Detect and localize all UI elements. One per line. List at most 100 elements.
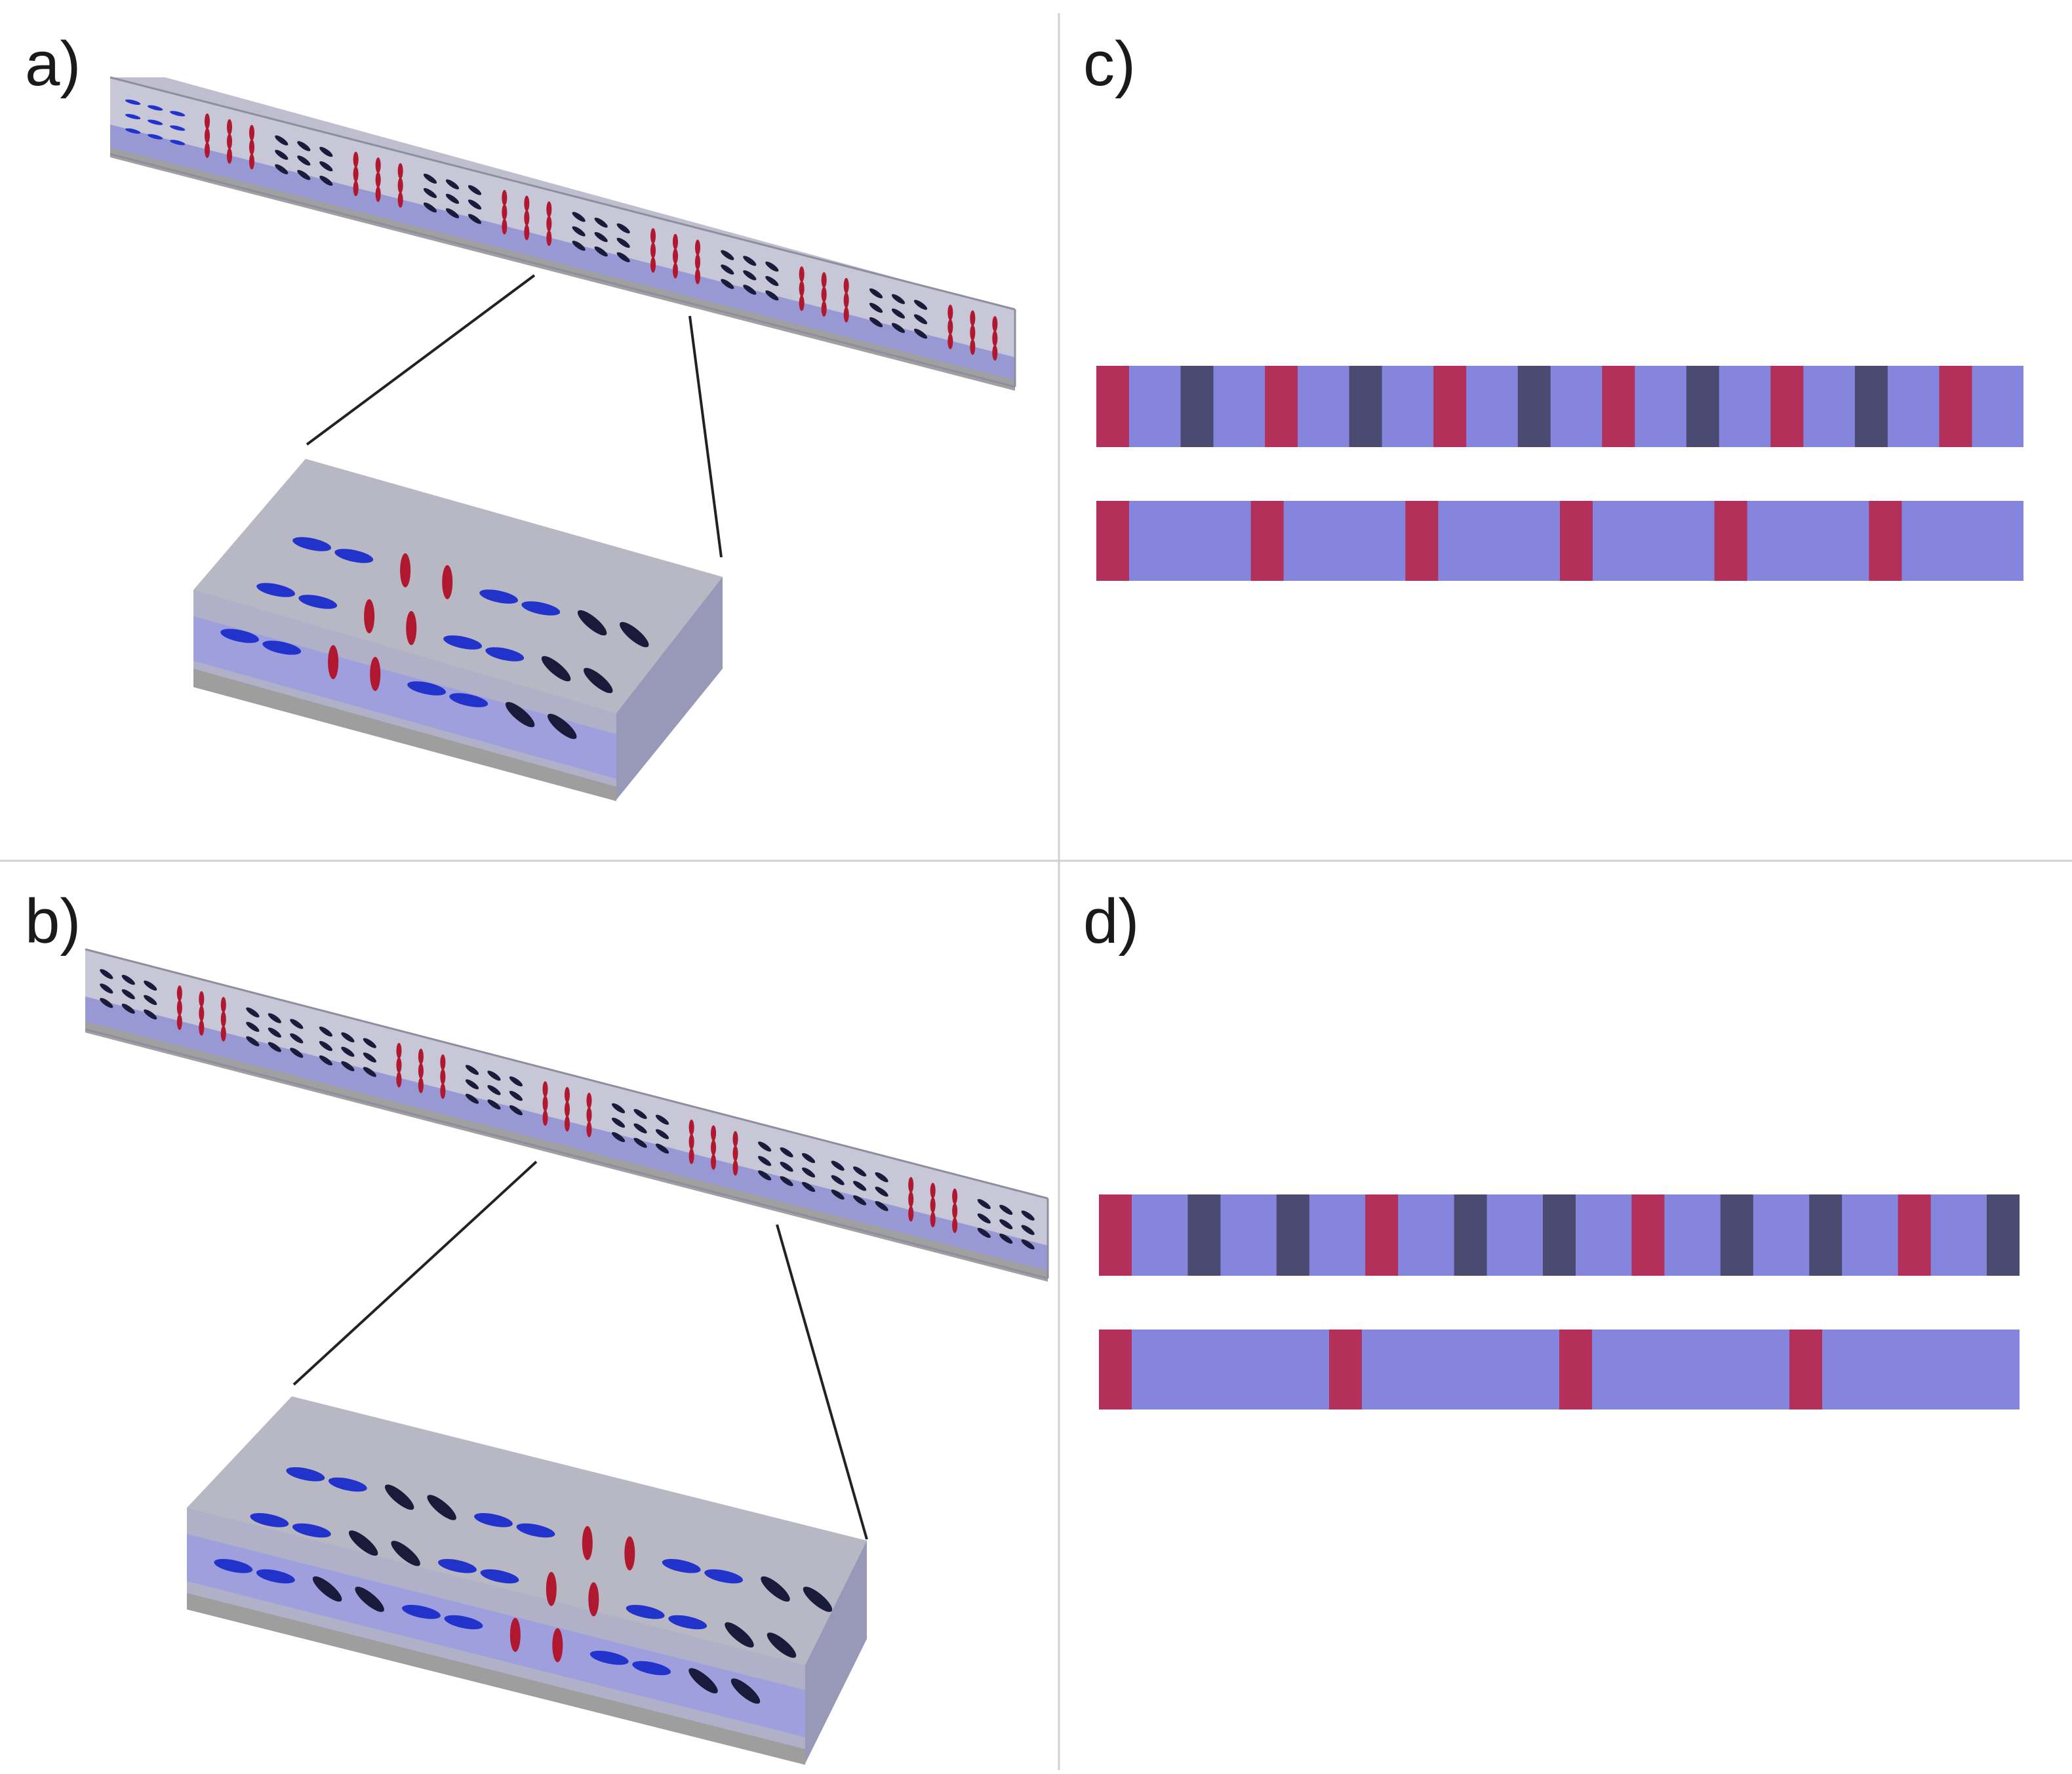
red-ellipsoid: [353, 151, 359, 168]
blue-ellipsoid: [402, 1604, 441, 1619]
red-ellipsoid: [220, 1025, 226, 1042]
red-domain-stripe: [1099, 1194, 1132, 1276]
red-ellipsoid: [843, 277, 849, 294]
dark-ellipsoid: [655, 1114, 669, 1125]
blue-ellipsoid: [438, 1558, 477, 1573]
red-ellipsoid: [650, 257, 656, 273]
dark-ellipsoid: [767, 1632, 797, 1658]
dark-ellipsoid: [100, 969, 113, 979]
blue-ellipsoid: [474, 1512, 513, 1528]
blue-ellipsoid: [479, 589, 519, 604]
blue-ellipsoid: [626, 1604, 665, 1619]
red-ellipsoid: [397, 163, 403, 179]
red-ellipsoid: [947, 304, 953, 321]
red-ellipsoid: [843, 306, 849, 323]
dark-ellipsoid: [268, 1013, 281, 1023]
blue-ellipsoid: [286, 1467, 325, 1482]
red-ellipsoid: [624, 1536, 635, 1571]
blue-ellipsoid: [170, 125, 186, 131]
red-ellipsoid: [821, 272, 827, 288]
panel-b-zoom-line-left: [292, 1160, 538, 1386]
dark-domain-stripe: [1720, 1194, 1753, 1276]
dark-ellipsoid: [487, 1099, 501, 1110]
dark-ellipsoid: [891, 308, 906, 319]
dark-ellipsoid: [319, 147, 333, 157]
dark-ellipsoid: [341, 1032, 355, 1042]
dark-ellipsoid: [348, 1530, 378, 1556]
blue-ellipsoid: [632, 1661, 671, 1676]
dark-ellipsoid: [423, 173, 437, 184]
red-ellipsoid: [353, 180, 359, 197]
red-ellipsoid: [227, 148, 232, 164]
dark-ellipsoid: [875, 1172, 888, 1183]
red-domain-stripe: [1560, 501, 1593, 581]
dark-ellipsoid: [121, 974, 135, 985]
dark-ellipsoid: [765, 262, 779, 272]
red-ellipsoid: [205, 142, 210, 158]
red-ellipsoid: [695, 239, 700, 256]
dark-ellipsoid: [290, 1048, 304, 1058]
panel-b-slab-ellipsoids: [100, 969, 1035, 1250]
red-ellipsoid: [992, 330, 998, 347]
dark-domain-stripe: [1349, 366, 1382, 447]
red-ellipsoid: [970, 339, 976, 355]
panel-a-slab: [110, 76, 1016, 391]
red-ellipsoid: [947, 319, 953, 335]
red-ellipsoid: [375, 157, 381, 174]
dark-domain-stripe: [1543, 1194, 1576, 1276]
red-ellipsoid: [440, 1054, 446, 1071]
dark-domain-stripe: [1686, 366, 1719, 447]
red-domain-stripe: [1869, 501, 1902, 581]
dark-ellipsoid: [730, 1678, 761, 1704]
red-ellipsoid: [542, 1081, 548, 1097]
dark-ellipsoid: [743, 285, 757, 295]
blue-ellipsoid: [407, 681, 447, 696]
dark-ellipsoid: [297, 155, 311, 166]
panel-label-a: a): [25, 29, 81, 99]
dark-ellipsoid: [355, 1587, 384, 1612]
blue-ellipsoid: [256, 1569, 295, 1584]
dark-ellipsoid: [853, 1181, 867, 1191]
red-ellipsoid: [799, 295, 805, 311]
red-ellipsoid: [582, 1526, 593, 1560]
red-ellipsoid: [930, 1183, 936, 1199]
dark-ellipsoid: [445, 208, 460, 218]
red-ellipsoid: [249, 153, 254, 170]
dark-ellipsoid: [869, 302, 883, 313]
red-ellipsoid: [546, 216, 552, 232]
red-domain-stripe: [1602, 366, 1635, 447]
dark-domain-stripe: [1454, 1194, 1487, 1276]
blue-ellipsoid: [521, 601, 561, 616]
red-ellipsoid: [542, 1110, 548, 1126]
dark-ellipsoid: [780, 1176, 793, 1187]
dark-ellipsoid: [468, 214, 482, 224]
red-ellipsoid: [375, 186, 381, 203]
blue-ellipsoid: [485, 647, 525, 661]
blue-ellipsoid: [662, 1558, 701, 1573]
dark-ellipsoid: [977, 1198, 991, 1210]
panel-b-zoom-line-right: [776, 1224, 868, 1540]
dark-domain-stripe: [1276, 1194, 1309, 1276]
dark-ellipsoid: [268, 1042, 281, 1052]
red-ellipsoid: [418, 1077, 424, 1094]
dark-ellipsoid: [341, 1061, 355, 1071]
red-ellipsoid: [442, 565, 453, 599]
dark-ellipsoid: [246, 1007, 260, 1017]
dark-ellipsoid: [100, 983, 113, 994]
dark-ellipsoid: [758, 1156, 772, 1166]
red-ellipsoid: [930, 1212, 936, 1228]
dark-ellipsoid: [875, 1201, 888, 1212]
dark-ellipsoid: [869, 288, 883, 299]
blue-ellipsoid: [668, 1615, 707, 1630]
dark-ellipsoid: [465, 1065, 479, 1075]
red-ellipsoid: [688, 1148, 694, 1164]
panel-label-b: b): [25, 886, 81, 956]
panel-a-zoom-line-right: [688, 315, 723, 558]
red-ellipsoid: [970, 310, 976, 326]
blue-ellipsoid: [444, 1615, 483, 1630]
red-ellipsoid: [440, 1069, 446, 1085]
dark-ellipsoid: [468, 199, 482, 210]
dark-ellipsoid: [758, 1170, 772, 1181]
red-ellipsoid: [328, 645, 339, 679]
dark-ellipsoid: [445, 179, 460, 189]
